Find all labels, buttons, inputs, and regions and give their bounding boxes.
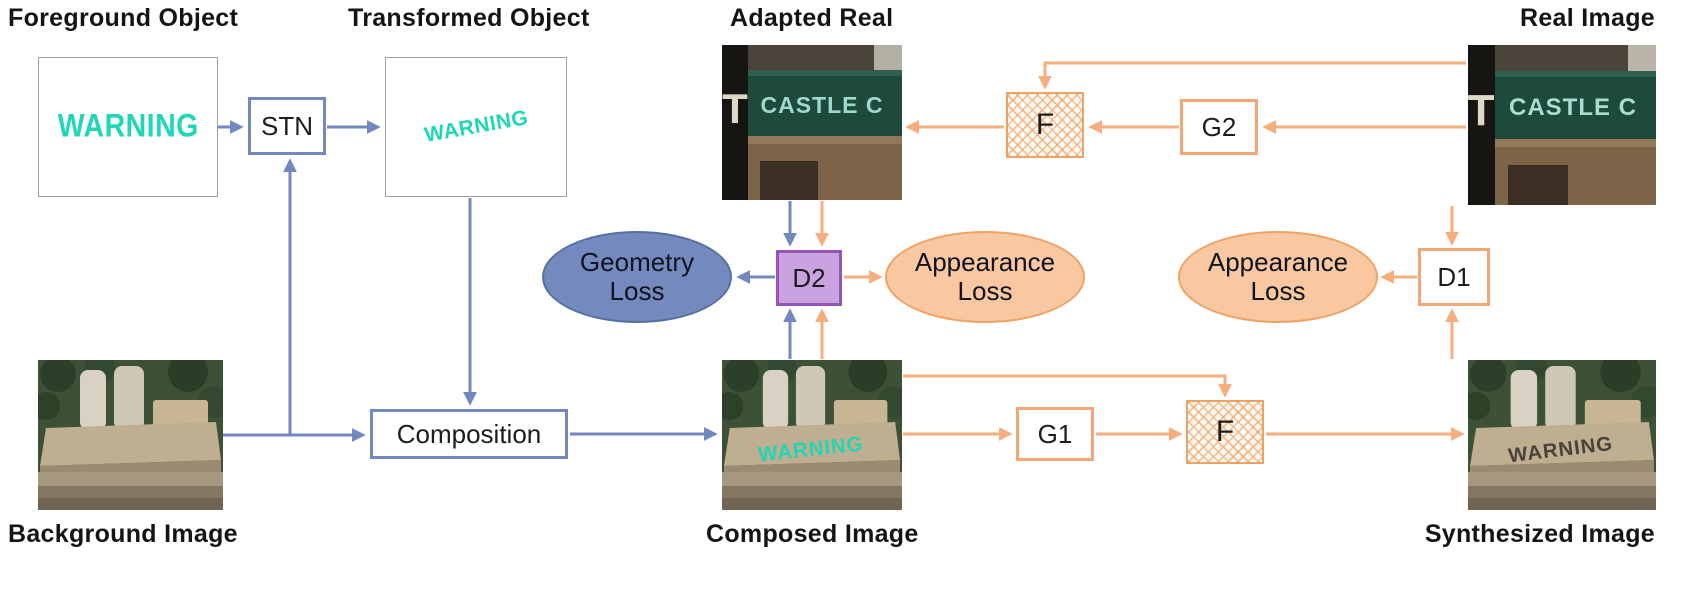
- composition-node: Composition: [370, 409, 568, 459]
- geometry-loss-label: Geometry Loss: [579, 246, 695, 306]
- geometry-loss-ellipse: Geometry Loss: [542, 231, 732, 323]
- stn-node: STN: [248, 97, 326, 155]
- appearance-loss-right-ellipse: Appearance Loss: [1178, 231, 1378, 323]
- label-real-image: Real Image: [1519, 4, 1655, 32]
- f-top-node: F: [1006, 92, 1084, 158]
- label-background-image: Background Image: [8, 520, 238, 548]
- label-synthesized-image: Synthesized Image: [1424, 520, 1655, 548]
- appearance-loss-center-label: Appearance Loss: [914, 246, 1056, 306]
- real-sign-text: CASTLE C: [1509, 94, 1637, 121]
- label-adapted-real: Adapted Real: [730, 4, 894, 32]
- label-transformed-object: Transformed Object: [348, 4, 590, 32]
- adapted-sign-letter: T: [722, 85, 748, 132]
- label-foreground-object: Foreground Object: [8, 4, 239, 32]
- arrow-composed-skip-to-f-bottom: [903, 374, 1232, 398]
- foreground-object-box: WARNING: [38, 57, 218, 197]
- d2-node: D2: [776, 250, 842, 306]
- adapted-real-image: CASTLE C T: [722, 45, 902, 200]
- adapted-sign-text: CASTLE C: [761, 92, 884, 118]
- appearance-loss-center-ellipse: Appearance Loss: [885, 231, 1085, 323]
- composed-image: WARNING: [722, 360, 902, 510]
- foreground-warning-text: WARNING: [57, 108, 199, 145]
- arrow-real-skip-to-f-top: [1038, 61, 1466, 90]
- background-image: [38, 360, 223, 510]
- real-sign-letter: T: [1468, 86, 1495, 135]
- synthesized-image: WARNING: [1468, 360, 1656, 510]
- transformed-object-box: WARNING: [385, 57, 567, 197]
- d1-node: D1: [1418, 248, 1490, 306]
- appearance-loss-right-label: Appearance Loss: [1207, 246, 1349, 306]
- f-bottom-node: F: [1186, 400, 1264, 464]
- transformed-warning-text: WARNING: [422, 106, 530, 147]
- label-composed-image: Composed Image: [706, 520, 919, 548]
- g1-node: G1: [1016, 407, 1094, 461]
- real-image: CASTLE C T: [1468, 45, 1656, 205]
- g2-node: G2: [1180, 99, 1258, 155]
